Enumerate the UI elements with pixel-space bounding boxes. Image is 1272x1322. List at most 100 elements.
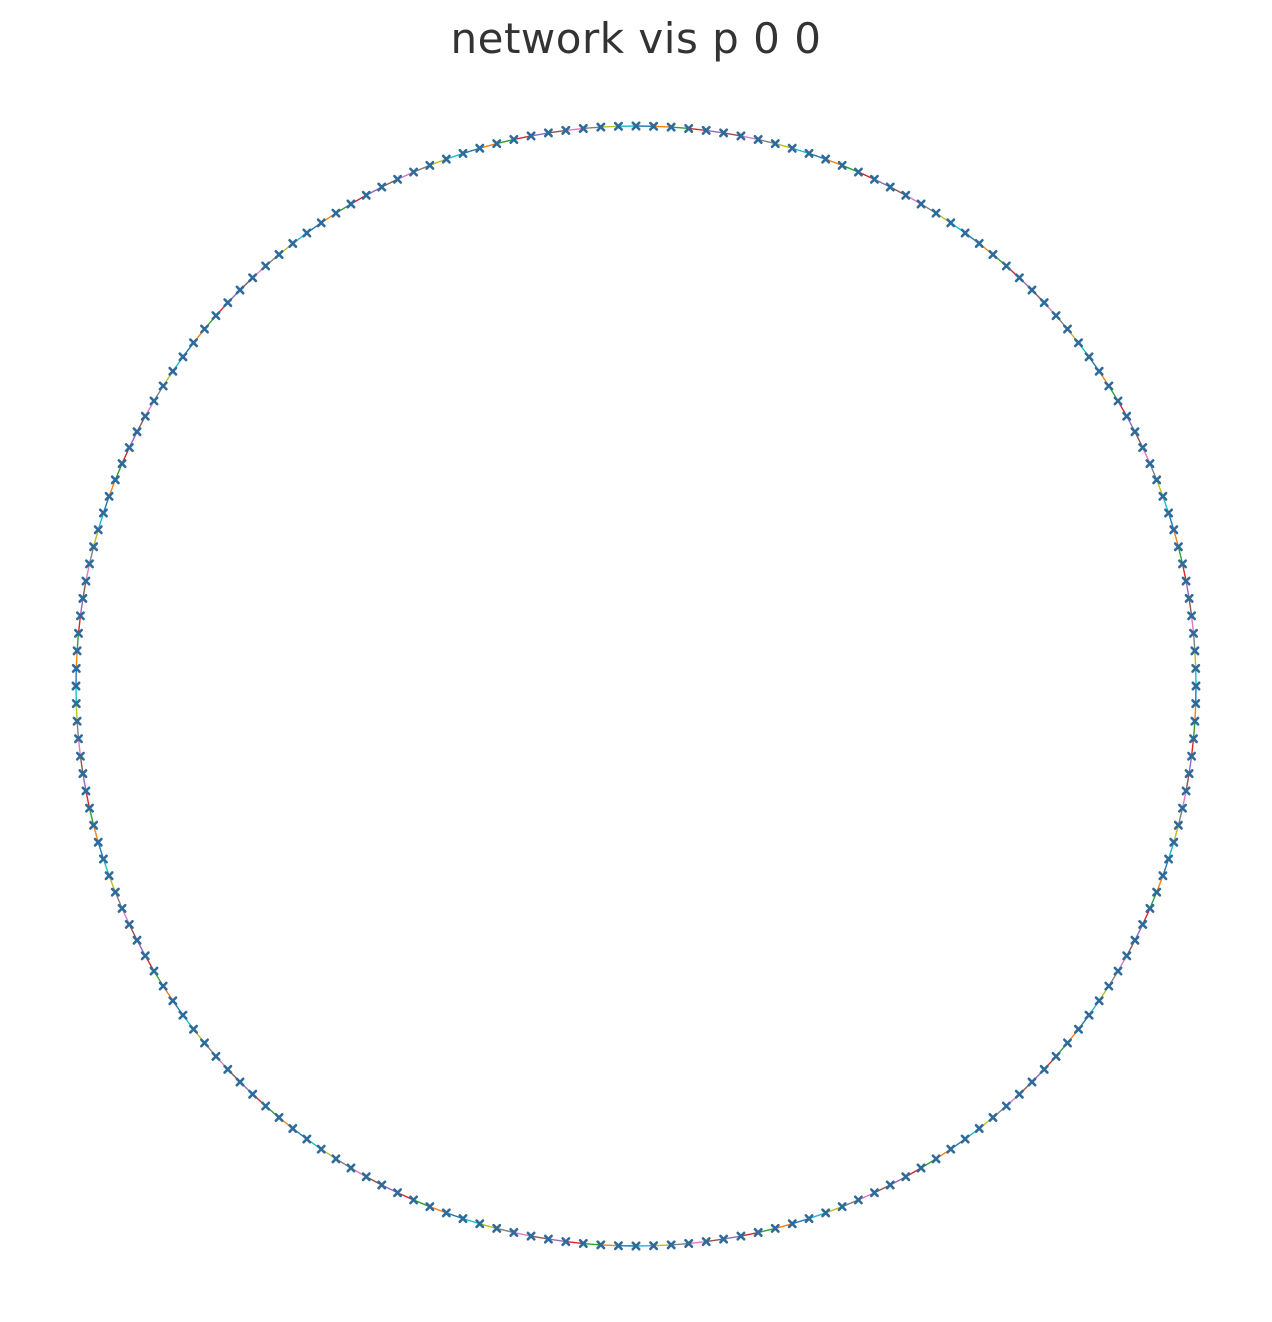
node-marker (71, 681, 81, 691)
edge (530, 132, 549, 137)
node-marker (140, 951, 150, 961)
node-marker (837, 1202, 847, 1212)
node-marker (1113, 396, 1123, 406)
node-marker (1181, 576, 1191, 586)
edge (688, 1240, 707, 1245)
node-marker (93, 837, 103, 847)
node-marker (1094, 996, 1104, 1006)
node-marker (719, 1234, 729, 1244)
edge (85, 790, 91, 809)
node-marker (853, 167, 863, 177)
edge (671, 1242, 689, 1246)
node-marker (613, 1241, 623, 1251)
node-marker (361, 1172, 371, 1182)
node-marker (331, 1154, 341, 1164)
node-marker (509, 134, 519, 144)
node-marker (178, 1010, 188, 1020)
node-marker (168, 366, 178, 376)
node-marker (72, 646, 82, 656)
node-marker (787, 1219, 797, 1229)
edge (85, 563, 91, 582)
node-marker (110, 887, 120, 897)
edge (1181, 563, 1187, 582)
edge (1188, 756, 1193, 774)
edge (97, 512, 105, 530)
node-marker (821, 1208, 831, 1218)
node-marker (885, 1180, 895, 1190)
node-marker (361, 190, 371, 200)
node-marker (736, 1231, 746, 1241)
node-marker (988, 1112, 998, 1122)
node-marker (1001, 1101, 1011, 1111)
node-marker (974, 239, 984, 249)
edge (600, 125, 619, 128)
edge (653, 1244, 672, 1247)
node-marker (701, 1237, 711, 1247)
node-marker (261, 1101, 271, 1111)
edge (530, 1235, 549, 1240)
edge (462, 147, 480, 155)
node-marker (770, 1223, 780, 1233)
node-marker (719, 128, 729, 138)
edge (1192, 633, 1196, 651)
node-marker (248, 273, 258, 283)
edge (688, 127, 707, 132)
node-marker (1189, 628, 1199, 638)
node-marker (804, 1214, 814, 1224)
node-marker (1094, 366, 1104, 376)
node-marker (81, 576, 91, 586)
node-marker (132, 427, 142, 437)
node-marker (1190, 716, 1200, 726)
node-marker (316, 1144, 326, 1154)
edge (723, 1235, 742, 1240)
edge (77, 615, 82, 634)
node-marker (596, 1240, 606, 1250)
edge (513, 135, 532, 141)
node-marker (509, 1228, 519, 1238)
node-marker (223, 1064, 233, 1074)
node-marker (974, 1123, 984, 1133)
node-marker (223, 298, 233, 308)
node-marker (149, 396, 159, 406)
node-marker (1051, 311, 1061, 321)
node-marker (960, 1134, 970, 1144)
node-marker (72, 716, 82, 726)
node-marker (1164, 508, 1174, 518)
edge (565, 1240, 584, 1245)
node-marker (73, 628, 83, 638)
node-marker (1122, 951, 1132, 961)
node-marker (1062, 1038, 1072, 1048)
node-marker (1113, 966, 1123, 976)
node-marker (613, 121, 623, 131)
node-marker (1164, 854, 1174, 864)
node-marker (1181, 786, 1191, 796)
node-marker (946, 218, 956, 228)
edge (1177, 546, 1184, 565)
node-marker (701, 125, 711, 135)
node-marker (804, 148, 814, 158)
node-marker (140, 411, 150, 421)
node-marker (492, 1223, 502, 1233)
node-marker (736, 131, 746, 141)
node-marker (946, 1144, 956, 1154)
node-marker (104, 871, 114, 881)
node-marker (168, 996, 178, 1006)
edge (740, 135, 759, 141)
edge (1185, 580, 1190, 599)
node-marker (631, 1241, 641, 1251)
node-marker (916, 199, 926, 209)
node-marker (931, 1154, 941, 1164)
node-marker (117, 459, 127, 469)
edge (1173, 529, 1180, 547)
node-marker (901, 1172, 911, 1182)
node-marker (916, 1163, 926, 1173)
edge (88, 807, 95, 826)
node-marker (1145, 903, 1155, 913)
edge (92, 529, 99, 547)
edge (1190, 615, 1195, 634)
edge (583, 1242, 601, 1246)
node-marker (1187, 751, 1197, 761)
node-marker (261, 261, 271, 271)
node-marker (393, 174, 403, 184)
node-marker (1173, 820, 1183, 830)
